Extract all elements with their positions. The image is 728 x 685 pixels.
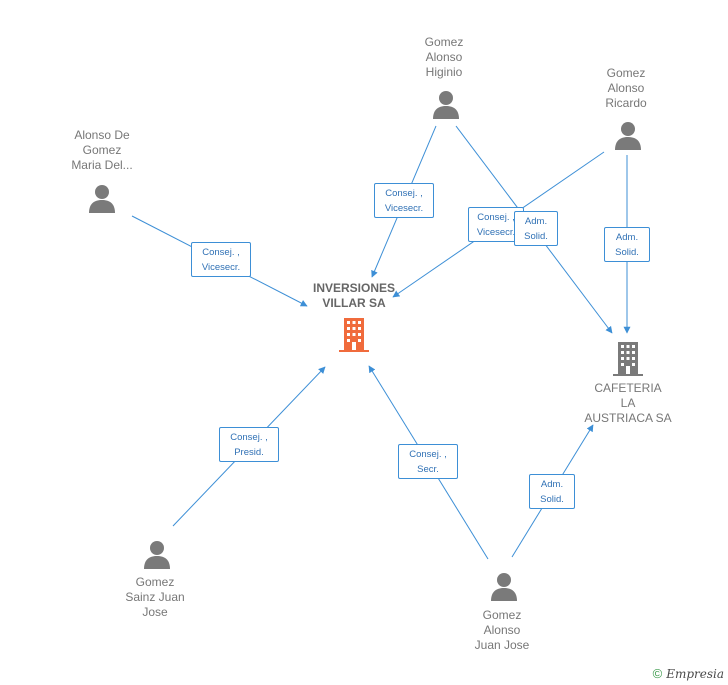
role-box: Consej. , Secr. (398, 444, 458, 479)
person-label-gomez-alonso-higinio[interactable]: Gomez Alonso Higinio (424, 35, 464, 79)
role-box: Consej. , Vicesecr. (374, 183, 434, 218)
person-icon (433, 91, 459, 119)
role-box: Adm. Solid. (514, 211, 558, 246)
copyright-symbol: © (652, 666, 663, 681)
role-box: Consej. , Presid. (219, 427, 279, 462)
person-label-gomez-alonso-ricardo[interactable]: Gomez Alonso Ricardo (605, 66, 647, 110)
person-label-gomez-alonso-juan-jose[interactable]: Gomez Alonso Juan Jose (474, 608, 530, 652)
person-icon (491, 573, 517, 601)
person-icon (615, 122, 641, 150)
building-icon-main (339, 318, 369, 352)
main-company-label[interactable]: INVERSIONES VILLAR SA (312, 281, 396, 310)
role-box: Consej. , Vicesecr. (191, 242, 251, 277)
person-label-alonso-de-gomez[interactable]: Alonso De Gomez Maria Del... (71, 128, 133, 172)
person-icon (144, 541, 170, 569)
role-box: Adm. Solid. (604, 227, 650, 262)
brand-logo: Empresia (666, 667, 724, 681)
person-label-gomez-sainz-juan-jose[interactable]: Gomez Sainz Juan Jose (125, 575, 185, 619)
person-icon (89, 185, 115, 213)
footer-brand: ©Empresia (653, 666, 724, 681)
role-box: Adm. Solid. (529, 474, 575, 509)
building-icon (613, 342, 643, 376)
other-company-label[interactable]: CAFETERIA LA AUSTRIACA SA (584, 381, 672, 425)
